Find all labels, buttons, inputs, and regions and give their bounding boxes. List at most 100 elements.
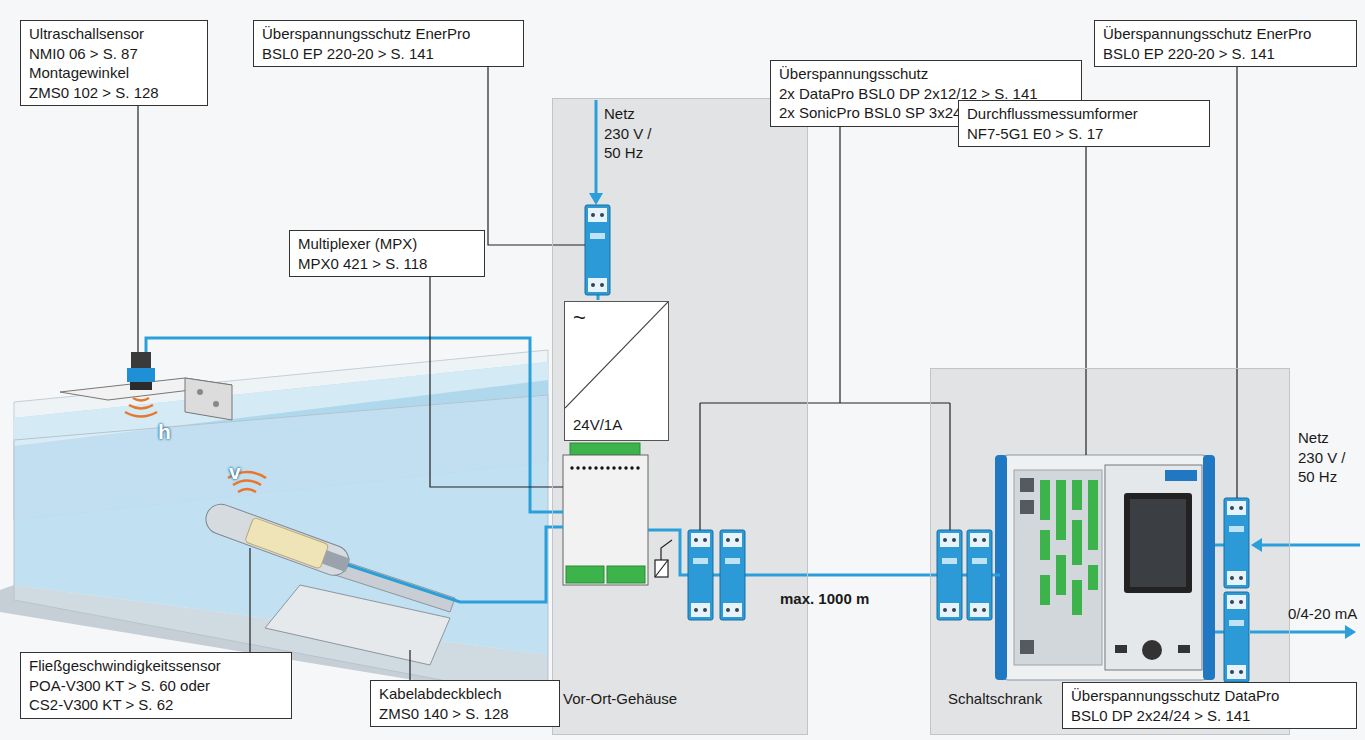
channel (14, 362, 548, 446)
cable (595, 100, 598, 193)
multiplexer-device (606, 466, 609, 469)
callout-box: Multiplexer (MPX)MPX0 421 > S. 118 (289, 230, 485, 277)
transmitter-device (1020, 500, 1034, 514)
leader-line (1085, 140, 1086, 455)
callout-box: Überspannungsschutz DataProBSL0 DP 2x24/… (1062, 682, 1357, 729)
cable (713, 574, 720, 577)
node-text: ZMS0 140 > S. 128 (379, 704, 551, 724)
flow-velocity-sensor (322, 550, 350, 572)
transmitter-device (1178, 645, 1190, 653)
mounting-bracket (60, 378, 232, 420)
surge-module (688, 530, 713, 620)
node-text: Montagewinkel (29, 63, 199, 83)
multiplexer-device (600, 466, 603, 469)
cable-connector (808, 574, 930, 577)
multiplexer-device (563, 455, 648, 585)
transmitter-device (1056, 480, 1066, 540)
housing-fill (552, 98, 808, 735)
relay-symbol (655, 540, 672, 577)
cable (1262, 544, 1360, 547)
leader-line (137, 100, 138, 352)
relay-symbol (655, 560, 668, 577)
relay-symbol (655, 560, 668, 577)
cable (1215, 631, 1224, 634)
cable (930, 574, 937, 577)
power-supply-terminals (570, 443, 640, 455)
flow-velocity-sensor (245, 517, 329, 569)
node-text: Kabelabdeckblech (379, 684, 551, 704)
label-holder: 0/4-20 mA (1288, 604, 1357, 624)
node-text: CS2-V300 KT > S. 62 (29, 695, 283, 715)
cable (597, 295, 600, 300)
callout-box: FließgeschwindigkeitssensorPOA-V300 KT >… (20, 652, 292, 719)
transmitter-device (1056, 555, 1066, 595)
arrowhead (589, 193, 1356, 639)
cable-length-label: max. 1000 m (780, 589, 869, 609)
arrowhead (1251, 538, 1262, 552)
node-text: POA-V300 KT > S. 60 oder (29, 676, 283, 696)
arrowhead (589, 193, 603, 205)
transmitter-device (995, 455, 1007, 680)
surge-module (585, 205, 1249, 682)
cable (348, 527, 563, 602)
cable (1250, 631, 1345, 634)
ultrasonic-sensor (127, 368, 155, 382)
channel (14, 350, 548, 520)
multiplexer-device (607, 566, 645, 583)
label-holder: h (158, 418, 171, 445)
surge-module (967, 530, 992, 620)
sound-waves (133, 398, 149, 401)
multiplexer-device (618, 466, 621, 469)
panel-label: Schaltschrank (948, 689, 1042, 709)
transmitter-device (1088, 480, 1098, 550)
multiplexer-device (570, 466, 639, 469)
flow-velocity-sensor (202, 500, 353, 579)
power-supply-terminals (570, 443, 640, 455)
mounting-bracket (185, 378, 232, 420)
node-text: ~ (573, 307, 660, 329)
multiplexer-device (570, 466, 573, 469)
node-text: Überspannungsschutz EnerPro (262, 24, 515, 44)
leader-line (700, 402, 950, 403)
arrowhead (1345, 625, 1356, 639)
cable (146, 100, 1360, 632)
transmitter-device (1105, 465, 1202, 670)
transmitter-device (1203, 455, 1215, 680)
surge-module (720, 530, 745, 620)
node-text: Multiplexer (MPX) (298, 234, 476, 254)
transmitter-device (1040, 480, 1050, 520)
transmitter-device (1124, 493, 1192, 593)
transmitter-device (1072, 580, 1082, 615)
node-text: Ultraschallsensor (29, 24, 199, 44)
mounting-bracket (60, 378, 232, 400)
multiplexer-device (588, 466, 591, 469)
cable (992, 574, 1000, 577)
node-text: 24V/1A (573, 415, 660, 435)
housing-panel: Vor-Ort-Gehäuse~24V/1A (552, 98, 808, 735)
cable (146, 338, 563, 512)
label-holder: Netz 230 V / 50 Hz (604, 104, 660, 163)
callout-box: DurchflussmessumformerNF7-5G1 E0 > S. 17 (958, 100, 1210, 147)
housing-fill (930, 368, 1290, 735)
multiplexer-device (563, 455, 648, 585)
cable (745, 574, 808, 577)
label-holder: Netz 230 V / 50 Hz (1298, 428, 1354, 487)
cable-cover-plate (332, 560, 455, 612)
node-text: BSL0 EP 220-20 > S. 141 (1103, 44, 1348, 64)
node-text: BSL0 EP 220-20 > S. 141 (262, 44, 515, 64)
multiplexer-device (594, 466, 597, 469)
transmitter-device (1165, 470, 1197, 481)
transmitter-device (1000, 455, 1210, 680)
node-text: NMI0 06 > S. 87 (29, 44, 199, 64)
supply-label: Netz 230 V / 50 Hz (604, 104, 660, 163)
converter-diagonal (565, 302, 668, 408)
node-text: Überspannungsschutz EnerPro (1103, 24, 1348, 44)
cable (1215, 544, 1224, 547)
multiplexer-device (630, 466, 633, 469)
ultrasonic-sensor (130, 382, 152, 390)
callout-box: KabelabdeckblechZMS0 140 > S. 128 (370, 680, 560, 727)
cable (648, 530, 688, 575)
quantity-symbol: v (229, 458, 241, 485)
sound-waves (238, 489, 256, 492)
